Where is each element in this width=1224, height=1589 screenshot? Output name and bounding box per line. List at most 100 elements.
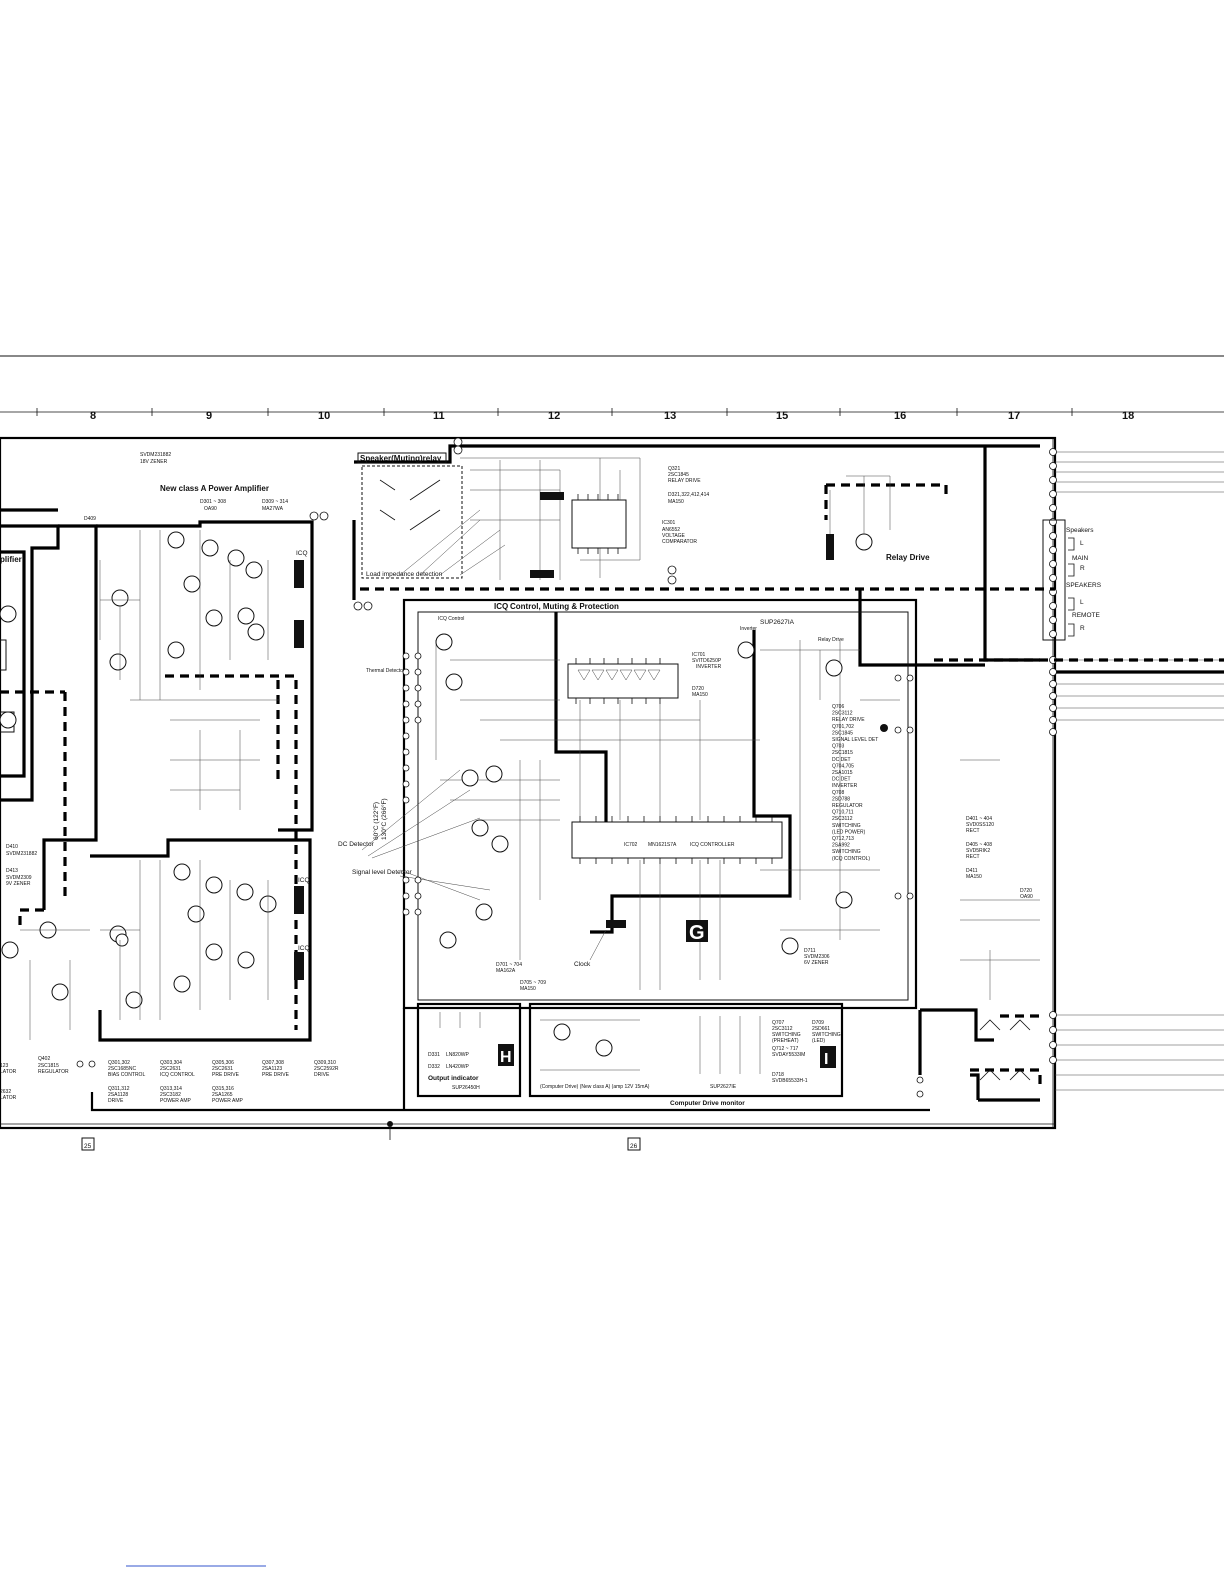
icq-title: Control, Muting & Protection — [510, 602, 619, 611]
main-l: L — [1080, 540, 1084, 547]
d701-part: MA162A — [496, 968, 516, 974]
right-part-line: 2SC3112 — [832, 711, 853, 717]
d409-label: D409 — [84, 516, 96, 522]
col-13: 13 — [664, 410, 676, 422]
right-part-line: RELAY DRIVE — [832, 717, 865, 723]
diodes-label: D321,322,412,414 — [668, 492, 709, 498]
d410-label: D410 — [6, 844, 18, 850]
col-15: 15 — [776, 410, 788, 422]
signal-detector-label: Signal level Detector — [352, 869, 412, 876]
q321-role: RELAY DRIVE — [668, 478, 701, 484]
computer-drive-board: SUP2627IE — [710, 1084, 737, 1090]
right-part-line: DC DET — [832, 777, 851, 783]
right-part-line: 2SA992 — [832, 843, 850, 849]
right-part-line: Q701,702 — [832, 724, 854, 730]
bottom-part-role: POWER AMP — [160, 1098, 192, 1104]
computer-drive-note: (Computer Drive) (New class A) (amp 12V … — [540, 1084, 650, 1090]
relay-heavy-lines — [354, 446, 1224, 665]
ic702-part: MN1621S7A — [648, 842, 677, 848]
thermal-label: Thermal Detector — [366, 668, 405, 674]
right-part-line: 2SC3112 — [832, 816, 853, 822]
bottom-part-role: POWER AMP — [212, 1098, 244, 1104]
icq-section: ICQ Control, Muting & Protection SUP2627… — [338, 600, 916, 1008]
d405-role: RECT — [966, 854, 980, 860]
d411-part: MA150 — [966, 874, 982, 880]
icq-label-2: ICQ — [298, 877, 310, 884]
ic701-role: INVERTER — [696, 664, 722, 670]
output-indicator-board: SUP26450H — [452, 1085, 480, 1091]
page-ref-25: 25 — [84, 1143, 92, 1150]
power-amp-title: New class A Power Amplifier — [160, 484, 269, 493]
right-part-line: 2SD788 — [832, 796, 850, 802]
icq-board: SUP2627IA — [760, 619, 795, 626]
output-indicator-title: Output indicator — [428, 1075, 479, 1082]
icq-prefix: ICQ — [494, 602, 508, 611]
page-references: 25 26 — [82, 1138, 640, 1150]
d409-part: SVDM231882 — [140, 452, 171, 458]
col-9: 9 — [206, 410, 212, 422]
remote-r: R — [1080, 625, 1085, 632]
bottom-part-role: DRIVE — [314, 1072, 330, 1078]
section-g-letter: G — [689, 922, 705, 944]
ma27wa-label: MA27WA — [262, 506, 284, 512]
col-10: 10 — [318, 410, 330, 422]
icq-control-label: ICQ Control — [438, 616, 464, 622]
temp1-label: 60°C (122°F) — [372, 802, 380, 840]
section-i-letter: I — [824, 1051, 828, 1068]
ic301-role2: COMPARATOR — [662, 539, 697, 545]
comparator-section: Q321 2SC1845 RELAY DRIVE D321,322,412,41… — [572, 458, 930, 562]
right-part-line: SIGNAL LEVEL DET — [832, 737, 878, 743]
d413-label: D413 — [6, 868, 18, 874]
right-part-line: 2SC1845 — [832, 730, 853, 736]
diodes-part: MA150 — [668, 499, 684, 505]
ic702-role: ICQ CONTROLLER — [690, 842, 735, 848]
right-part-line: Q706 — [832, 704, 844, 710]
power-amp-section: New class A Power Amplifier D301 ~ 308 O… — [0, 452, 288, 732]
d332-part: LN420WP — [446, 1064, 469, 1070]
speaker-relay-title: Speaker(Muting)relay — [360, 454, 442, 463]
oa90-label: OA90 — [204, 506, 217, 512]
bottom-part-role: PRE DRIVE — [262, 1072, 290, 1078]
d401-role: RECT — [966, 828, 980, 834]
icq-label-3: ICQ — [298, 945, 310, 952]
right-part-line: (LED POWER) — [832, 829, 866, 835]
temp2-label: 130°C (266°F) — [380, 798, 388, 840]
left-labels: D410 SVDM231882 D413 SVDM2309 9V ZENER Q… — [0, 844, 69, 1101]
right-part-line: Q708 — [832, 790, 844, 796]
col-11: 11 — [433, 410, 445, 422]
section-h-letter: H — [500, 1049, 512, 1066]
right-part-line: Q712,713 — [832, 836, 854, 842]
computer-drive-section: I Q707 2SC3112 SWITCHING (PREHEAT) Q712 … — [530, 1004, 842, 1107]
q712-part: SVDAY5533IM — [772, 1052, 805, 1058]
bottom-part-role: BIAS CONTROL — [108, 1072, 145, 1078]
upper-amp-transistors: ICQ — [0, 530, 308, 810]
q402-role: REGULATOR — [38, 1069, 69, 1075]
col-8: 8 — [90, 410, 96, 422]
column-ruler: 8 9 10 11 12 13 15 16 17 18 — [0, 356, 1224, 422]
output-bus — [1050, 438, 1224, 1128]
computer-drive-title: Computer Drive monitor — [670, 1100, 745, 1107]
output-indicator-section: H D331 LN820WP D332 LN420WP Output indic… — [418, 1004, 520, 1096]
power-paths — [0, 510, 312, 1040]
d331-label: D331 — [428, 1052, 440, 1058]
d332-label: D332 — [428, 1064, 440, 1070]
icq-label-1: ICQ — [296, 550, 308, 557]
main-label: MAIN — [1072, 555, 1089, 562]
left-l2: LATOR — [0, 1069, 17, 1075]
col-17: 17 — [1008, 410, 1020, 422]
bottom-part-role: DRIVE — [108, 1098, 124, 1104]
col-18: 18 — [1122, 410, 1134, 422]
col-12: 12 — [548, 410, 560, 422]
rectifier-section — [920, 1010, 1040, 1100]
bottom-part-role: ICQ CONTROL — [160, 1072, 195, 1078]
d301-label: D301 ~ 308 — [200, 499, 226, 505]
d309-label: D309 ~ 314 — [262, 499, 288, 505]
d718-part: SVDB65533H-1 — [772, 1078, 808, 1084]
d720r-part: OA90 — [1020, 894, 1033, 900]
right-part-line: INVERTER — [832, 783, 858, 789]
right-part-line: (ICQ CONTROL) — [832, 856, 870, 862]
d711-role: 6V ZENER — [804, 960, 829, 966]
